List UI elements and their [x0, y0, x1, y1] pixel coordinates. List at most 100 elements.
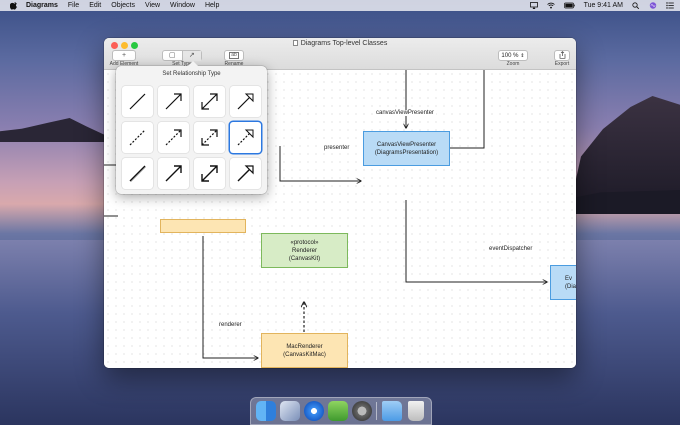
node-title: CanvasViewPresenter	[376, 141, 437, 148]
node-module: (Diag	[565, 283, 576, 290]
system-preferences-icon[interactable]	[352, 401, 372, 421]
add-element-button[interactable]: +	[112, 50, 136, 61]
wifi-icon[interactable]	[546, 2, 555, 9]
diagram-canvas[interactable]: canvasViewPresenter presenter eventDispa…	[104, 70, 576, 368]
line-double-icon	[129, 165, 147, 183]
hollow-arrow-solid-icon	[237, 93, 254, 110]
rename-button[interactable]: ab	[224, 50, 244, 61]
export-button[interactable]	[554, 50, 570, 61]
hollow-arrow-dashed-icon	[237, 129, 254, 146]
bidirectional-double-icon	[201, 165, 218, 182]
arrow-double-icon	[165, 165, 182, 182]
menu-clock[interactable]: Tue 9:41 AM	[583, 2, 623, 9]
edge-label-presenter: presenter	[322, 145, 352, 151]
relationship-inheritance-double[interactable]	[230, 158, 261, 189]
zoom-label: Zoom	[506, 61, 520, 67]
node-event-dispatcher-partial[interactable]: Ev (Diag	[550, 265, 576, 300]
node-title: MacRenderer	[286, 343, 323, 350]
downloads-folder-icon[interactable]	[382, 401, 402, 421]
stepper-chevron-icon: ⇕	[520, 52, 525, 59]
zoom-select[interactable]: 100 %⇕	[498, 50, 528, 61]
menu-file[interactable]: File	[67, 2, 80, 9]
finder-icon[interactable]	[256, 401, 276, 421]
menu-bar: Diagrams File Edit Objects View Window H…	[0, 0, 680, 11]
zoom-value: 100 %	[501, 52, 519, 59]
bidirectional-solid-icon	[201, 93, 218, 110]
minimize-window-button[interactable]	[121, 42, 128, 49]
popover-arrow	[188, 61, 198, 66]
close-window-button[interactable]	[111, 42, 118, 49]
menu-window[interactable]: Window	[170, 2, 195, 9]
battery-icon[interactable]	[563, 2, 575, 9]
node-renderer-protocol[interactable]: «protocol» Renderer (CanvasKit)	[261, 233, 348, 268]
spotlight-search-icon[interactable]	[632, 2, 640, 10]
arrow-dashed-icon	[165, 129, 182, 146]
menu-objects[interactable]: Objects	[111, 2, 135, 9]
edge-left-stubs	[104, 164, 118, 217]
relationship-bidirectional-double[interactable]	[194, 158, 225, 189]
menu-help[interactable]: Help	[204, 2, 220, 9]
window-title-text: Diagrams Top-level Classes	[300, 40, 388, 47]
relationship-line-double[interactable]	[122, 158, 153, 189]
window-title: Diagrams Top-level Classes	[104, 40, 576, 47]
line-solid-icon	[129, 93, 146, 110]
relationship-inheritance-solid[interactable]	[230, 86, 261, 117]
edge-renderer[interactable]	[202, 236, 258, 358]
edge-label-event-dispatcher: eventDispatcher	[487, 246, 535, 252]
status-area: Tue 9:41 AM	[529, 0, 674, 11]
preview-icon[interactable]	[280, 401, 300, 421]
relationship-bidirectional-solid[interactable]	[194, 86, 225, 117]
rename-icon: ab	[229, 52, 239, 59]
share-icon	[559, 50, 566, 61]
edge-label-canvas-view-presenter: canvasViewPresenter	[374, 110, 436, 116]
relationship-arrow-solid[interactable]	[158, 86, 189, 117]
box-type-icon[interactable]: ▢	[163, 50, 183, 61]
relationship-arrow-double[interactable]	[158, 158, 189, 189]
wallpaper-island-right	[570, 96, 680, 206]
relationship-line-dashed[interactable]	[122, 122, 153, 153]
safari-icon[interactable]	[304, 401, 324, 421]
fullscreen-window-button[interactable]	[131, 42, 138, 49]
arrow-solid-icon	[165, 93, 182, 110]
apple-menu-icon[interactable]	[9, 1, 18, 10]
set-type-segmented-control[interactable]: ▢ ↗	[162, 50, 202, 61]
hollow-arrow-double-icon	[237, 165, 254, 182]
line-dashed-icon	[129, 129, 146, 146]
edge-event-dispatcher[interactable]	[405, 200, 547, 282]
edge-presenter[interactable]	[279, 146, 361, 181]
dock-separator	[376, 402, 377, 420]
airplay-icon[interactable]	[529, 2, 538, 9]
node-title: Renderer	[291, 247, 317, 254]
rename-label: Rename	[224, 61, 244, 67]
notification-center-icon[interactable]	[666, 2, 674, 9]
popover-title: Set Relationship Type	[162, 71, 221, 77]
relationship-line-solid[interactable]	[122, 86, 153, 117]
plus-icon: +	[121, 52, 127, 59]
window-titlebar: Diagrams Top-level Classes + Add Element…	[104, 38, 576, 70]
siri-icon[interactable]	[649, 2, 657, 9]
arrow-type-icon[interactable]: ↗	[182, 50, 201, 61]
trash-icon[interactable]	[408, 401, 424, 421]
node-canvas-view-presenter[interactable]: CanvasViewPresenter (DiagramsPresentatio…	[363, 131, 450, 166]
diagrams-window: Diagrams Top-level Classes + Add Element…	[104, 38, 576, 368]
connector-lines	[104, 70, 576, 368]
relationship-bidirectional-dashed[interactable]	[194, 122, 225, 153]
node-title: Ev	[565, 275, 573, 282]
diagrams-app-icon[interactable]	[328, 401, 348, 421]
relationship-realization-dashed-selected[interactable]	[230, 122, 261, 153]
bidirectional-dashed-icon	[201, 129, 218, 146]
menu-view[interactable]: View	[144, 2, 161, 9]
node-module: (DiagramsPresentation)	[374, 149, 439, 156]
document-icon	[292, 40, 298, 46]
set-type-label: Set Type	[172, 61, 192, 67]
menu-app-name[interactable]: Diagrams	[26, 2, 58, 9]
node-mac-renderer[interactable]: MacRenderer (CanvasKitMac)	[261, 333, 348, 368]
menu-edit[interactable]: Edit	[89, 2, 102, 9]
node-module: (CanvasKit)	[288, 255, 321, 262]
node-partial-yellow[interactable]	[160, 219, 246, 233]
relationship-arrow-dashed[interactable]	[158, 122, 189, 153]
set-relationship-type-popover: Set Relationship Type	[116, 61, 267, 194]
export-label: Export	[554, 61, 570, 67]
edge-label-renderer: renderer	[217, 322, 244, 328]
edge-top-right[interactable]	[450, 70, 485, 149]
